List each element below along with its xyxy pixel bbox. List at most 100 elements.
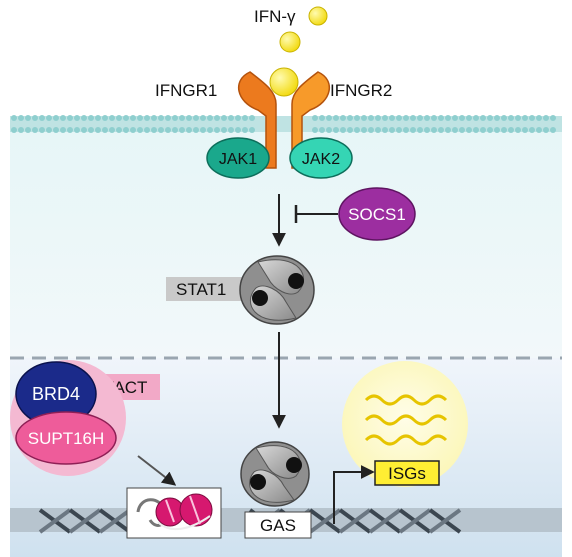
lipid-head <box>25 115 31 121</box>
lipid-head <box>214 115 220 121</box>
ifn-gamma-label: IFN-γ <box>254 7 296 26</box>
lipid-head <box>228 115 234 121</box>
lipid-head <box>375 127 381 133</box>
lipid-head <box>333 127 339 133</box>
lipid-head <box>32 115 38 121</box>
lipid-head <box>375 115 381 121</box>
lipid-head <box>347 127 353 133</box>
lipid-head <box>46 127 52 133</box>
lipid-head <box>354 127 360 133</box>
lipid-head <box>109 115 115 121</box>
lipid-head <box>333 115 339 121</box>
lipid-head <box>417 127 423 133</box>
lipid-head <box>354 115 360 121</box>
isg-mrna-transcripts <box>364 394 448 446</box>
dna-strand <box>98 508 132 534</box>
lipid-head <box>242 115 248 121</box>
lipid-head <box>172 115 178 121</box>
lipid-head <box>389 127 395 133</box>
lipid-head <box>529 115 535 121</box>
lipid-head <box>410 115 416 121</box>
lipid-head <box>319 127 325 133</box>
lipid-head <box>508 115 514 121</box>
lipid-head <box>396 115 402 121</box>
lipid-head <box>221 127 227 133</box>
lipid-head <box>382 127 388 133</box>
lipid-head <box>536 127 542 133</box>
lipid-head <box>249 127 255 133</box>
lipid-head <box>480 127 486 133</box>
lipid-head <box>18 127 24 133</box>
lipid-head <box>221 115 227 121</box>
lipid-head <box>319 115 325 121</box>
lipid-head <box>186 127 192 133</box>
dna-strand <box>338 508 372 534</box>
lipid-head <box>410 127 416 133</box>
lipid-head <box>382 115 388 121</box>
nucleosome <box>136 493 213 531</box>
lipid-head <box>459 115 465 121</box>
lipid-head <box>340 127 346 133</box>
dna-strand <box>368 508 402 534</box>
lipid-head <box>179 127 185 133</box>
lipid-head <box>515 115 521 121</box>
supt16h-protein <box>15 411 117 465</box>
isgs-label: ISGs <box>388 464 426 483</box>
lipid-head <box>550 127 556 133</box>
lipid-head <box>543 127 549 133</box>
lipid-head <box>39 127 45 133</box>
jak1-kinase <box>206 137 270 179</box>
lipid-head <box>130 115 136 121</box>
lipid-head <box>522 115 528 121</box>
lipid-head <box>340 115 346 121</box>
lipid-head <box>529 127 535 133</box>
ifngr1-label: IFNGR1 <box>155 81 217 100</box>
lipid-head <box>186 115 192 121</box>
lipid-head <box>18 115 24 121</box>
ifngr1-receptor <box>237 71 277 169</box>
socs1-label: SOCS1 <box>348 205 406 224</box>
lipid-head <box>88 115 94 121</box>
dna-strand <box>68 508 102 534</box>
isg-expression-halo <box>342 361 468 487</box>
lipid-head <box>417 115 423 121</box>
ifn-gamma-molecule <box>279 31 301 53</box>
lipid-head <box>312 127 318 133</box>
lipid-head <box>249 115 255 121</box>
lipid-head <box>165 115 171 121</box>
lipid-head <box>438 127 444 133</box>
lipid-head <box>95 115 101 121</box>
cytoplasm-region <box>10 122 562 360</box>
lipid-head <box>172 127 178 133</box>
lipid-head <box>312 115 318 121</box>
lipid-head <box>347 115 353 121</box>
lipid-head <box>60 127 66 133</box>
lipid-head <box>158 115 164 121</box>
lipid-head <box>151 115 157 121</box>
ifn-gamma-bound-molecule <box>269 67 299 97</box>
lipid-head <box>235 127 241 133</box>
lipid-head <box>151 127 157 133</box>
lipid-head <box>60 115 66 121</box>
lipid-head <box>487 115 493 121</box>
lipid-head <box>424 127 430 133</box>
lipid-head <box>536 115 542 121</box>
stat1-dimer-nuclear <box>240 441 310 507</box>
lipid-head <box>39 115 45 121</box>
jak2-label: JAK2 <box>302 151 340 168</box>
lipid-head <box>424 115 430 121</box>
isgs-box <box>374 460 440 486</box>
stat1-label: STAT1 <box>176 280 226 299</box>
lipid-head <box>459 127 465 133</box>
lipid-head <box>445 115 451 121</box>
jak2-kinase <box>289 137 353 179</box>
lipid-head <box>543 115 549 121</box>
lipid-head <box>207 127 213 133</box>
lipid-head <box>466 127 472 133</box>
gas-label: GAS <box>260 516 296 535</box>
dna-strand <box>428 508 462 534</box>
lipid-head <box>179 115 185 121</box>
plasma-membrane <box>10 115 562 133</box>
lipid-head <box>165 127 171 133</box>
lipid-head <box>88 127 94 133</box>
